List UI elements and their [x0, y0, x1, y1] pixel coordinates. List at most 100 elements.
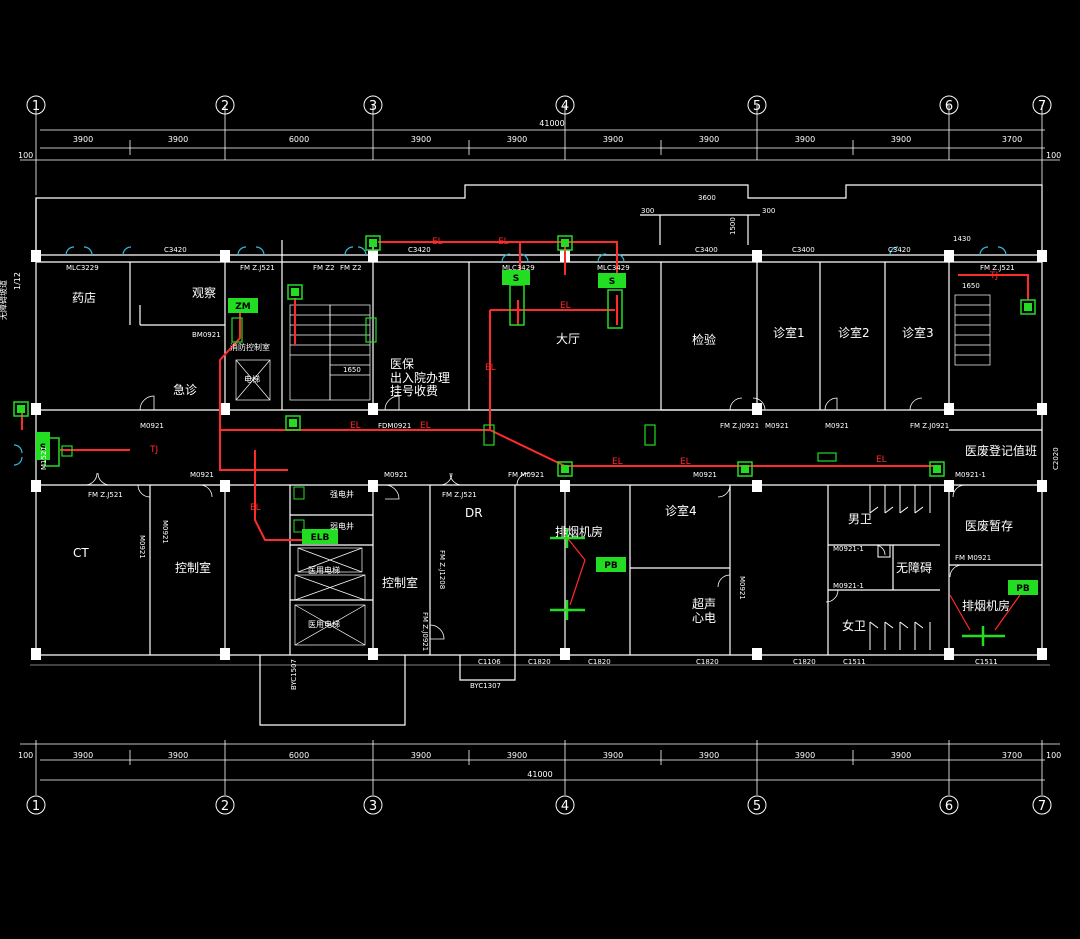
wire-label: TJ: [149, 445, 158, 455]
dimension-label: MLC3429: [597, 264, 630, 272]
wire-labels: EL EL EL EL EL EL EL EL EL EL TJ TJ: [149, 237, 998, 513]
dimension-label: MLC3229: [66, 264, 99, 272]
dimension-label: M0921: [138, 535, 146, 559]
room-medical-insurance: 医保: [390, 357, 414, 371]
dimension-label: FM Z.J521: [442, 491, 477, 499]
room-strong-shaft: 强电井: [330, 489, 354, 499]
dimension-label: 1650: [962, 282, 980, 290]
axis-label: 6: [945, 799, 953, 814]
door-swings: [84, 395, 966, 640]
dim-span: 3700: [1002, 135, 1022, 144]
dimension-label: FM M0921: [508, 471, 544, 479]
axis-bubbles-top: 1 2 3 4 5 6 7: [26, 95, 1052, 115]
axis-label: 4: [561, 799, 569, 814]
dimension-label: 300: [641, 207, 654, 215]
axis-label: 1: [32, 99, 40, 114]
dimension-label: FM Z2: [340, 264, 362, 272]
dim-edge: 100: [18, 751, 33, 760]
axis-label: 5: [753, 99, 761, 114]
dimension-label: C3420: [408, 246, 431, 254]
dimension-label: 3600: [698, 194, 716, 202]
tag-s: S: [609, 277, 615, 287]
dimension-label: M0921: [190, 471, 214, 479]
dim-span: 3900: [507, 751, 527, 760]
dim-span: 3900: [168, 751, 188, 760]
dimension-label: C1820: [696, 658, 719, 666]
wire-label: EL: [420, 421, 431, 431]
dim-span: 3900: [507, 135, 527, 144]
room-med-elevator-1: 医用电梯: [308, 565, 340, 575]
room-clinic4: 诊室4: [665, 503, 697, 518]
axis-label: 1: [32, 799, 40, 814]
dimension-label: FM Z.J521: [240, 264, 275, 272]
room-exhaust-1: 排烟机房: [555, 524, 603, 539]
wire-label: EL: [560, 301, 571, 311]
axis-bubbles-bottom: 1 2 3 4 5 6 7: [26, 795, 1052, 815]
room-waste-storage: 医废暂存: [965, 518, 1013, 533]
wire-label: EL: [485, 363, 496, 373]
axis-label: 2: [221, 799, 229, 814]
room-lab: 检验: [692, 332, 716, 347]
axis-label: 5: [753, 799, 761, 814]
dimension-label: FM Z2: [313, 264, 335, 272]
axis-label: 3: [369, 99, 377, 114]
room-med-elevator-2: 医用电梯: [308, 619, 340, 629]
dimension-label: FM Z.J0921: [421, 612, 429, 651]
dim-span: 3900: [891, 135, 911, 144]
dimension-label: 300: [762, 207, 775, 215]
dimension-label: C1106: [478, 658, 501, 666]
dim-span: 3700: [1002, 751, 1022, 760]
dim-total: 41000: [539, 119, 564, 128]
dim-total: 41000: [527, 770, 552, 779]
dimension-label: 1500: [729, 217, 737, 235]
dimension-label: C1511: [975, 658, 998, 666]
wire-label: EL: [250, 503, 261, 513]
room-waste-register: 医废登记值班: [965, 443, 1037, 458]
dim-span: 3900: [795, 751, 815, 760]
room-control-2: 控制室: [382, 575, 418, 590]
dimension-label: FM M0921: [955, 554, 991, 562]
room-pharmacy: 药店: [72, 291, 96, 305]
axis-label: 6: [945, 99, 953, 114]
dimension-label: C3420: [888, 246, 911, 254]
dimension-label: FM Z.J1208: [438, 550, 446, 589]
dim-span: 3900: [603, 135, 623, 144]
room-fire-control: 消防控制室: [230, 342, 270, 352]
stairs: [235, 294, 991, 646]
axis-label: 7: [1038, 799, 1046, 814]
dim-span: 3900: [603, 751, 623, 760]
red-wiring-thin: [564, 534, 1021, 631]
dim-span: 3900: [73, 135, 93, 144]
door-codes: MLC3229 C3420 FM Z.J521 FM Z2 FM Z2 C342…: [40, 246, 1060, 690]
dimension-label: C2020: [1052, 447, 1060, 470]
tag-pb: PB: [1016, 584, 1030, 594]
dim-span: 6000: [289, 135, 309, 144]
dim-span: 3900: [795, 135, 815, 144]
dimension-label: C1820: [793, 658, 816, 666]
room-emergency: 急诊: [173, 382, 197, 397]
dimension-label: M0921-1: [955, 471, 986, 479]
dim-span: 3900: [891, 751, 911, 760]
wire-label: EL: [350, 421, 361, 431]
room-male-wc: 男卫: [848, 512, 872, 526]
dimension-label: BYC1307: [470, 682, 501, 690]
room-clinic2: 诊室2: [838, 325, 870, 340]
dim-edge: 100: [1046, 151, 1061, 160]
dim-span: 3900: [168, 135, 188, 144]
axis-label: 3: [369, 799, 377, 814]
dimension-label: C1820: [528, 658, 551, 666]
ramp-slope: 1/12: [13, 272, 22, 290]
wire-label: EL: [612, 457, 623, 467]
dimension-label: M0921: [161, 520, 169, 544]
room-hall: 大厅: [556, 332, 580, 346]
dimension-label: M0921: [738, 576, 746, 600]
dimension-label: C3420: [164, 246, 187, 254]
tag-s: S: [513, 274, 519, 284]
room-ultrasound: 超声: [692, 596, 716, 611]
room-ct: CT: [73, 546, 89, 560]
axis-label: 4: [561, 99, 569, 114]
dimension-label: MLC3429: [502, 264, 535, 272]
wire-label: EL: [432, 237, 443, 247]
tag-s: S: [40, 443, 46, 453]
